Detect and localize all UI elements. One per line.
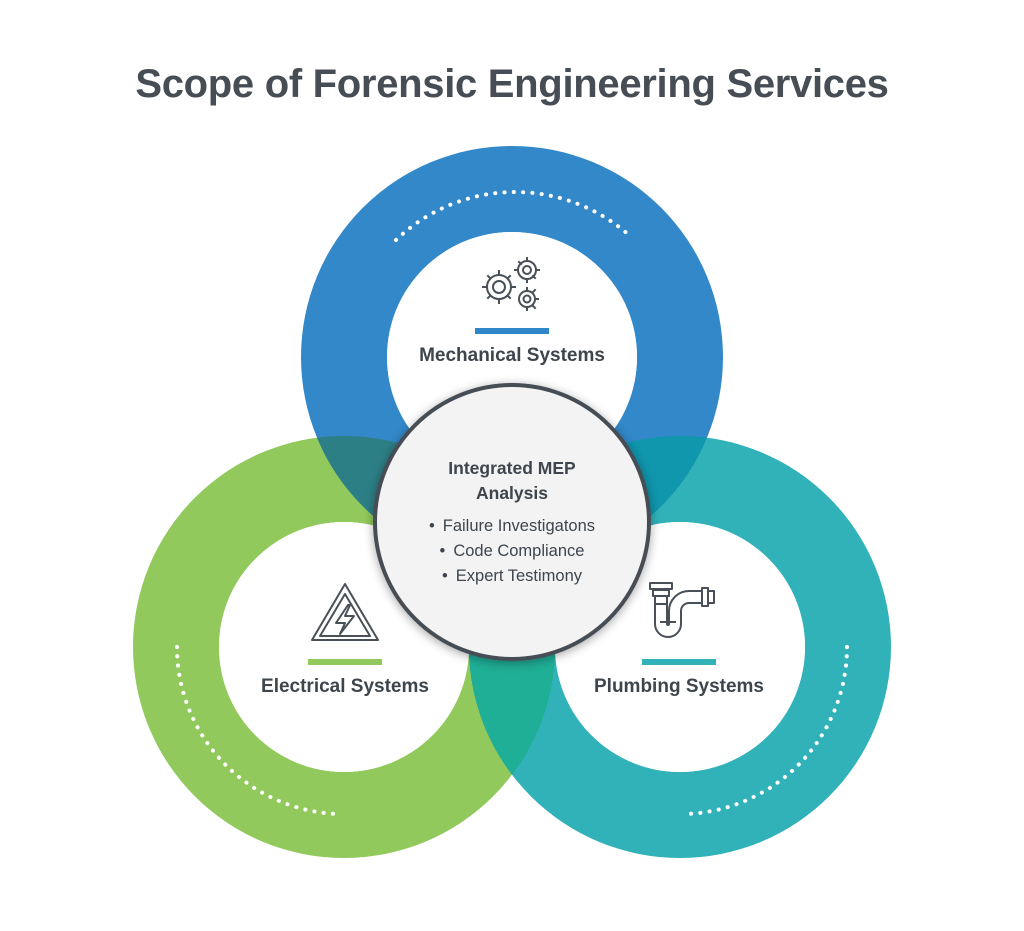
mechanical-systems-label: Mechanical Systems [419, 345, 605, 366]
center-list: Failure Investigatons Code Compliance Ex… [400, 514, 624, 589]
list-item: Expert Testimony [400, 564, 624, 589]
plumbing-accent-bar [642, 659, 716, 665]
page-title: Scope of Forensic Engineering Services [135, 62, 889, 106]
electrical-dotted-arc [175, 645, 341, 816]
mechanical-accent-bar [475, 328, 549, 334]
high-voltage-warning-icon [311, 583, 379, 641]
plumbing-systems-label: Plumbing Systems [594, 676, 764, 697]
mechanical-dotted-arc [394, 190, 632, 242]
pipe-trap-icon [649, 582, 715, 638]
electrical-systems-label: Electrical Systems [261, 676, 429, 697]
gears-icon [482, 257, 540, 311]
electrical-accent-bar [308, 659, 382, 665]
plumbing-dotted-arc [683, 645, 849, 816]
list-item: Code Compliance [400, 539, 624, 564]
list-item: Failure Investigatons [400, 514, 624, 539]
